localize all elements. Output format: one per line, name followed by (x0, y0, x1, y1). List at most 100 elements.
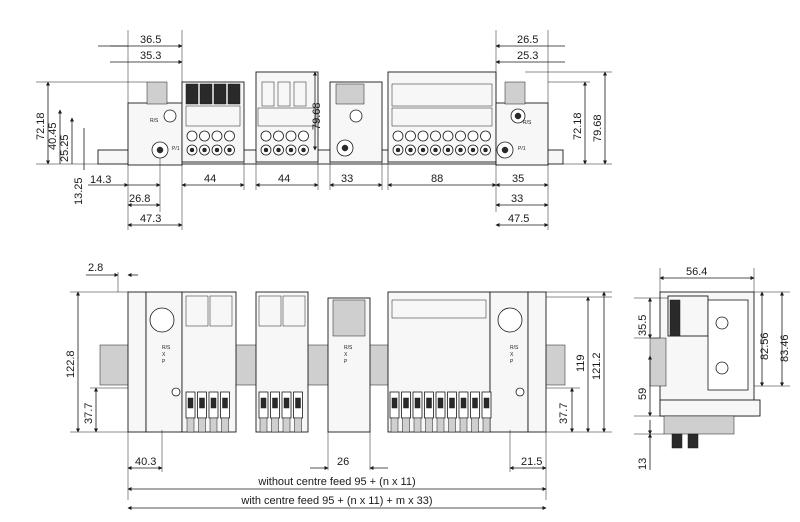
fitting-bore (470, 147, 476, 153)
dim-47-5: 47.5 (508, 213, 529, 225)
fitting-port (260, 130, 272, 142)
fitting-port (211, 130, 223, 142)
fitting-port (442, 130, 454, 142)
dim-79-68-mid: 79.68 (311, 102, 323, 130)
front-fitting-row (185, 391, 492, 433)
dim-59: 59 (637, 388, 649, 400)
fitting-tube (198, 417, 206, 433)
fitting-bore (408, 147, 413, 153)
dim-83-46: 83.46 (779, 334, 791, 362)
dim-37-7-right: 37.7 (558, 403, 570, 424)
fitting-row (186, 130, 491, 156)
fitting-collet (426, 397, 432, 409)
fitting-tube (186, 417, 195, 433)
fitting-collet (472, 397, 478, 409)
fitting-collet (295, 397, 301, 409)
fitting-bore (301, 147, 306, 153)
dim-37-7-left: 37.7 (83, 403, 95, 424)
fitting-bore (202, 147, 207, 153)
fitting-tube (436, 417, 445, 433)
fitting-port (417, 130, 429, 142)
fitting-bore (263, 147, 269, 153)
fitting-port (430, 130, 441, 142)
dim-82-56: 82.56 (759, 332, 771, 360)
fitting-tube (402, 417, 410, 433)
fitting-tube (390, 417, 399, 433)
dim-44-b: 44 (278, 173, 290, 185)
fitting-bore (483, 147, 488, 153)
dim-79-68-right: 79.68 (592, 114, 604, 142)
port-label-front-rs-1: R/S (162, 345, 171, 351)
fitting-tube (259, 417, 268, 433)
fitting-bore (276, 147, 281, 153)
fitting-port (455, 130, 466, 142)
fitting-collet (460, 397, 467, 409)
port-label-front-p-1: P (162, 359, 166, 365)
fitting-tube (482, 417, 491, 433)
dim-122-8: 122.8 (65, 350, 77, 378)
dim-33-right: 33 (511, 193, 523, 205)
port-label-p1-left: P/1 (172, 146, 180, 152)
dim-36-5: 36.5 (140, 34, 161, 46)
dim-33: 33 (341, 173, 353, 185)
fitting-tube (271, 417, 279, 433)
fitting-port (285, 130, 297, 142)
fitting-bore (227, 147, 232, 153)
dim-13-25: 13.25 (73, 177, 85, 205)
fitting-collet (391, 397, 398, 409)
dim-25-3: 25.3 (517, 50, 538, 62)
port-label-rs-left: R/S (150, 118, 159, 124)
fitting-bore (189, 147, 195, 153)
fitting-tube (294, 417, 302, 433)
fitting-bore (395, 147, 401, 153)
fitting-tube (413, 417, 422, 433)
dim-2-8: 2.8 (88, 262, 103, 274)
fitting-collet (210, 397, 217, 409)
port-label-front-p-3: P (510, 359, 514, 365)
dim-56-4: 56.4 (686, 266, 707, 278)
dim-44-a: 44 (204, 173, 216, 185)
fitting-tube (282, 417, 291, 433)
fitting-tube (471, 417, 479, 433)
fitting-port (224, 130, 235, 142)
dim-47-3: 47.3 (140, 213, 161, 225)
fitting-collet (483, 397, 490, 409)
dim-14-3: 14.3 (90, 174, 111, 186)
port-label-front-x-1: X (162, 352, 166, 358)
dim-40-3: 40.3 (135, 456, 156, 468)
fitting-bore (445, 147, 451, 153)
fitting-port (480, 130, 491, 142)
fitting-port (186, 130, 198, 142)
fitting-collet (403, 397, 409, 409)
fitting-collet (222, 397, 228, 409)
front-view: R/S X P R/S X P R/S X P 2.8 (65, 262, 612, 510)
port-label-front-x-2: X (344, 352, 348, 358)
caption-with-centre-feed: with centre feed 95 + (n x 11) + m x 33) (240, 495, 432, 507)
fitting-port (467, 130, 479, 142)
fitting-bore (433, 147, 438, 153)
dim-35-3: 35.3 (140, 50, 161, 62)
fitting-collet (283, 397, 290, 409)
top-view: R/S P/1 (35, 30, 612, 230)
port-label-front-p-2: P (344, 359, 348, 365)
fitting-tube (425, 417, 433, 433)
fitting-collet (449, 397, 455, 409)
fitting-bore (420, 147, 426, 153)
fitting-tube (448, 417, 456, 433)
fitting-port (392, 130, 404, 142)
dim-13: 13 (637, 458, 649, 470)
dim-26-5: 26.5 (517, 34, 538, 46)
fitting-tube (209, 417, 218, 433)
fitting-collet (414, 397, 421, 409)
port-label-front-rs-3: R/S (510, 345, 519, 351)
centre-feed-module (329, 81, 383, 163)
dim-88: 88 (431, 173, 443, 185)
fitting-collet (437, 397, 444, 409)
dim-35: 35 (512, 173, 524, 185)
fitting-bore (214, 147, 220, 153)
fitting-port (298, 130, 309, 142)
dim-25-25: 25.25 (59, 134, 71, 162)
fitting-collet (199, 397, 205, 409)
side-view: 56.4 35.5 59 13 82.56 83.46 (634, 266, 791, 470)
